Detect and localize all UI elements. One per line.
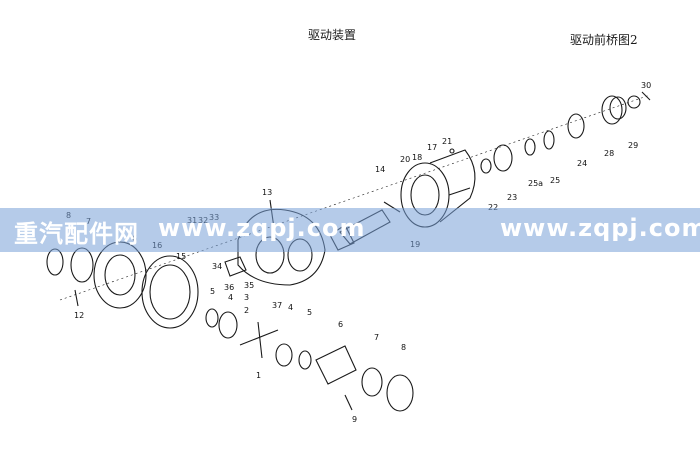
part-label: 8 <box>401 343 406 352</box>
part-label: 9 <box>352 415 357 424</box>
part-label: 29 <box>628 141 638 150</box>
part-label: 1 <box>256 371 261 380</box>
part-label: 35 <box>244 281 254 290</box>
part-label: 37 <box>272 301 282 310</box>
part-label: 3 <box>244 293 249 302</box>
center-axis <box>59 94 651 301</box>
part-label: 13 <box>262 188 272 197</box>
part-label: 34 <box>212 262 222 271</box>
watermark-banner <box>0 208 700 252</box>
part-label: 5 <box>307 308 312 317</box>
part-label: 14 <box>375 165 385 174</box>
part-label: 20 <box>400 155 410 164</box>
part-label: 6 <box>338 320 343 329</box>
part-label: 12 <box>74 311 84 320</box>
part-label: 24 <box>577 159 587 168</box>
sheet-title: 驱动前桥图2 <box>570 33 638 47</box>
spider-gear-set <box>205 308 414 412</box>
part-label: 18 <box>412 153 422 162</box>
watermark-url-right: www.zqpj.com <box>500 214 700 242</box>
part-label: 5 <box>210 287 215 296</box>
part-label: 21 <box>442 137 452 146</box>
flange-assembly <box>480 91 651 174</box>
part-label: 23 <box>507 193 517 202</box>
part-label: 25a <box>528 179 543 188</box>
part-label: 22 <box>488 203 498 212</box>
part-label: 15 <box>176 252 186 261</box>
part-label: 36 <box>224 283 234 292</box>
part-label: 4 <box>228 293 233 302</box>
part-label: 7 <box>374 333 379 342</box>
part-label: 25 <box>550 176 560 185</box>
part-label: 4 <box>288 303 293 312</box>
watermark-brand: 重汽配件网 <box>14 220 139 248</box>
watermark-url: www.zqpj.com <box>158 214 366 242</box>
part-label: 17 <box>427 143 437 152</box>
part-number-labels: 30 29 28 24 25 25a 23 22 21 17 18 20 19 … <box>66 81 651 424</box>
part-label: 28 <box>604 149 614 158</box>
page-title: 驱动装置 <box>308 28 357 42</box>
part-label: 2 <box>244 306 249 315</box>
part-label: 30 <box>641 81 651 90</box>
